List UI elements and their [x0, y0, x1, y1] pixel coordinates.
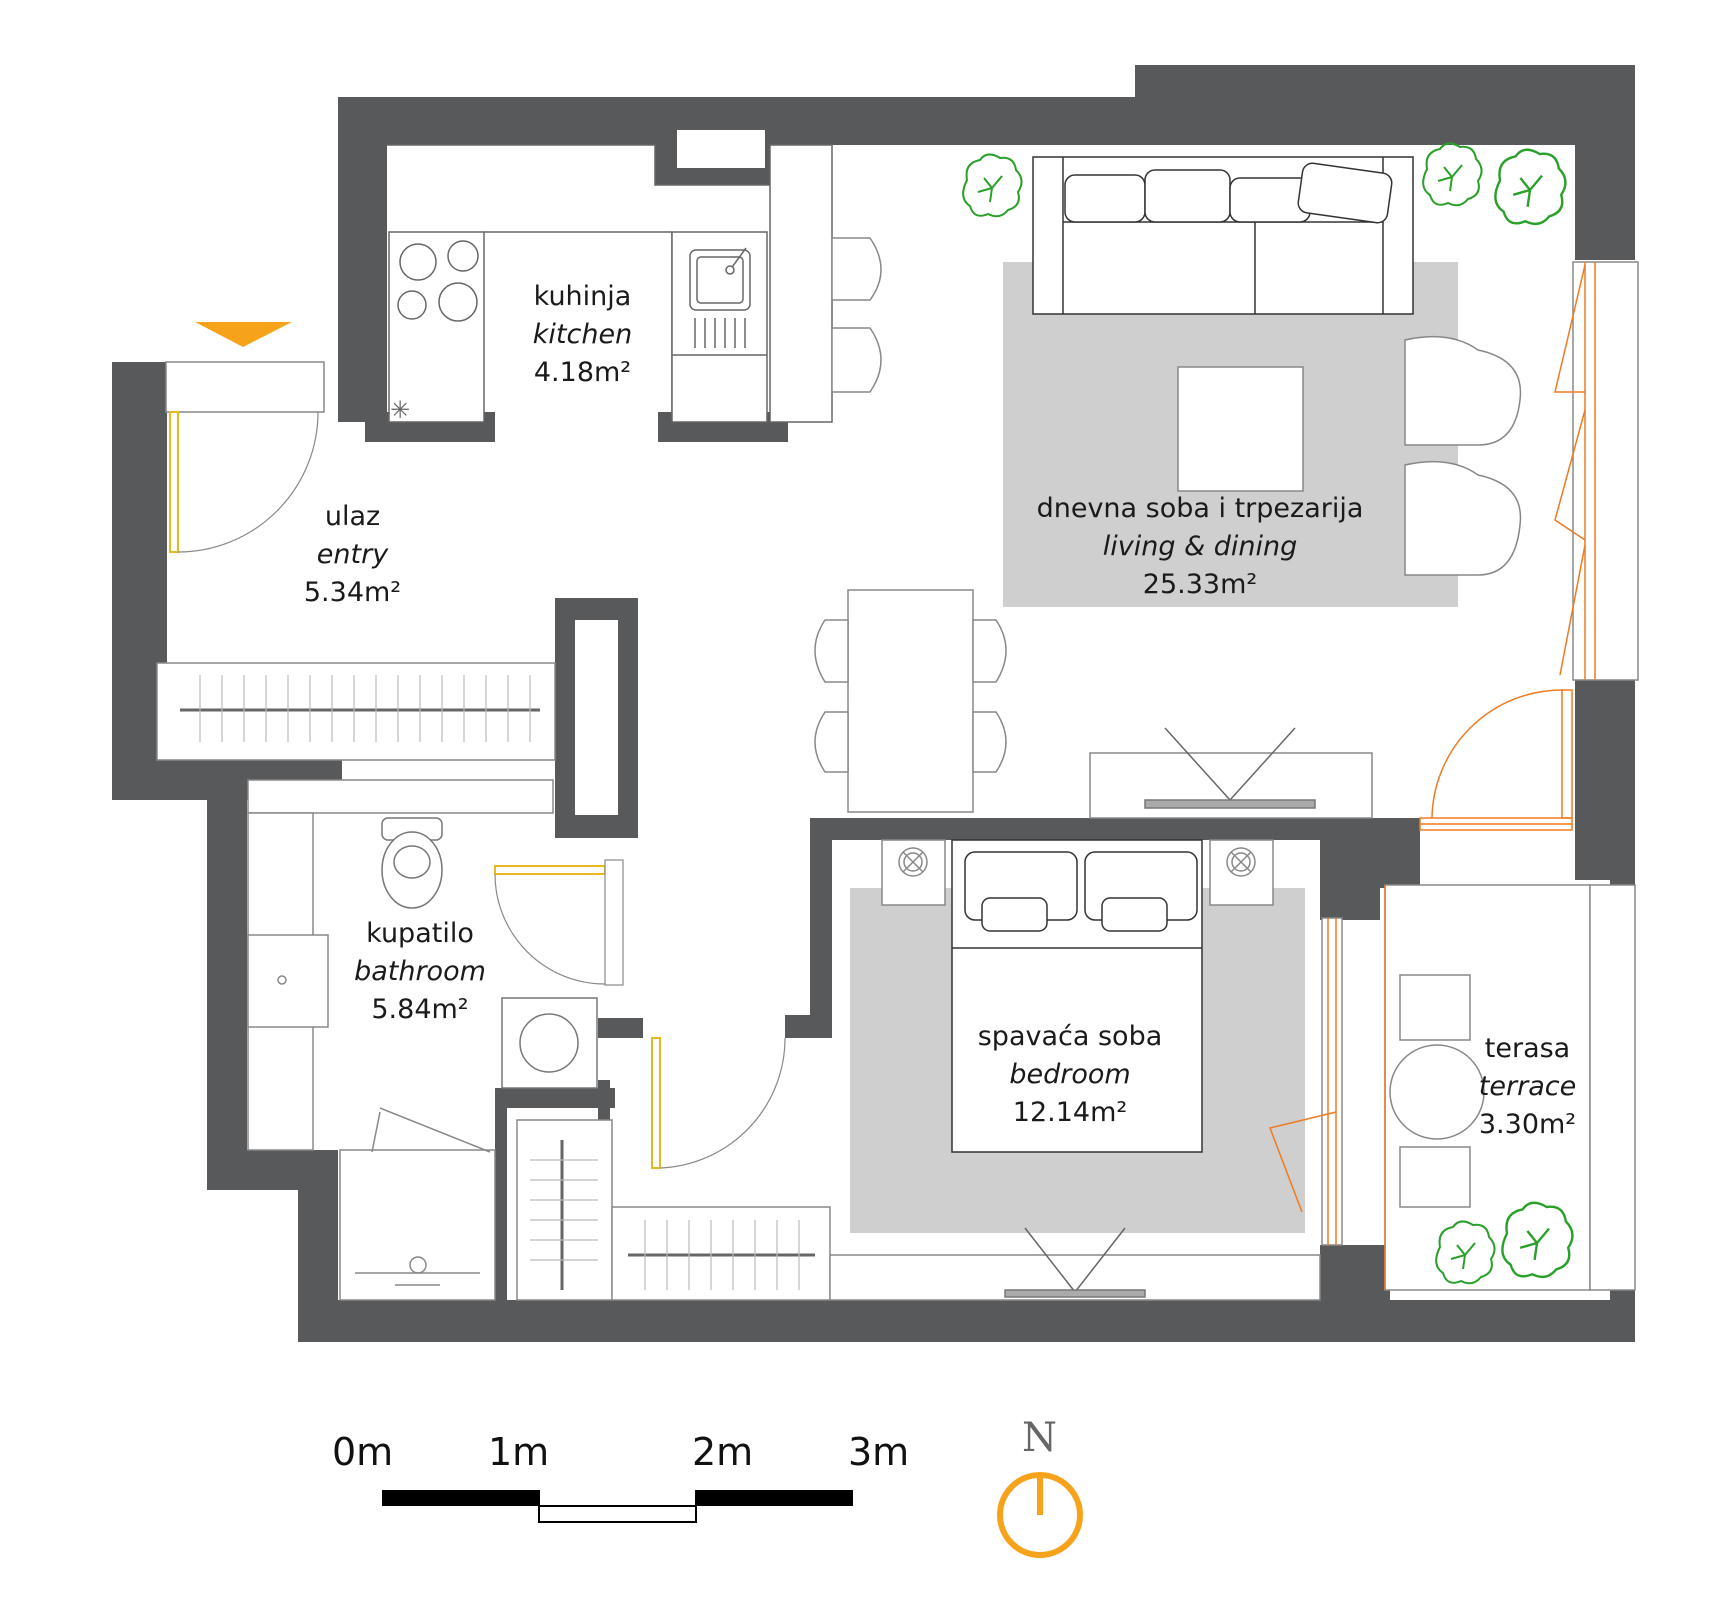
living-area: 25.33m²	[1142, 569, 1258, 600]
sofa	[1032, 156, 1414, 315]
extractor-icon: ✳	[390, 396, 410, 424]
bedroom-label: spavaća soba bedroom 12.14m²	[960, 1018, 1180, 1132]
entry-area: 5.34m²	[303, 577, 402, 608]
entry-name-en: entry	[316, 539, 389, 570]
living-window	[1554, 261, 1639, 681]
living-label: dnevna soba i trpezarija living & dining…	[1010, 490, 1390, 604]
toilet-icon	[381, 817, 443, 909]
entry-door	[169, 411, 319, 553]
kitchen-label: kuhinja kitchen 4.18m²	[525, 278, 640, 392]
living-name: dnevna soba i trpezarija	[1036, 493, 1364, 524]
scale-bar	[382, 1490, 853, 1523]
north-compass-icon	[997, 1472, 1083, 1558]
terrace-label: terasa terrace 3.30m²	[1465, 1030, 1590, 1144]
living-name-en: living & dining	[1102, 531, 1298, 562]
terrace-area: 3.30m²	[1478, 1109, 1577, 1140]
bathroom-area: 5.84m²	[371, 994, 469, 1025]
washing-machine-icon	[501, 997, 598, 1089]
bedroom-tv	[829, 1227, 1321, 1301]
scale-label-3: 3m	[848, 1430, 910, 1474]
bathroom-fixtures	[247, 779, 554, 1151]
entry-wardrobe	[156, 662, 556, 761]
bedroom-door	[651, 1037, 786, 1169]
dining-table	[814, 589, 1007, 813]
kitchen-area: 4.18m²	[533, 357, 632, 388]
entry-door-frame	[165, 361, 325, 413]
entry-name: ulaz	[324, 501, 381, 532]
bedroom-area: 12.14m²	[1012, 1097, 1128, 1128]
bedroom-window	[1268, 917, 1343, 1246]
walls	[112, 65, 1635, 1342]
bathroom-name-en: bathroom	[354, 956, 486, 987]
armchairs	[1404, 335, 1522, 576]
bedroom-name-en: bedroom	[1009, 1059, 1131, 1090]
bathroom-label: kupatilo bathroom 5.84m²	[335, 915, 505, 1029]
scale-label-1: 1m	[488, 1430, 550, 1474]
terrace-door	[1419, 689, 1573, 831]
north-label: N	[1022, 1415, 1057, 1461]
bathroom-door	[494, 859, 624, 986]
plant-icon	[962, 142, 1574, 1285]
terrace-furniture	[1389, 974, 1485, 1208]
bathroom-name: kupatilo	[366, 918, 474, 949]
tv-unit	[1089, 727, 1373, 819]
scale-label-2: 2m	[692, 1430, 754, 1474]
kitchen-name-en: kitchen	[532, 319, 633, 350]
bar-stools	[831, 237, 882, 393]
bed-icon	[951, 839, 1203, 1153]
scale-label-0: 0m	[332, 1430, 394, 1474]
coffee-table	[1177, 366, 1304, 492]
shower	[339, 1107, 496, 1301]
hall-wardrobes	[516, 1119, 831, 1301]
bedroom-name: spavaća soba	[977, 1021, 1163, 1052]
terrace-name: terasa	[1484, 1033, 1571, 1064]
nightstands	[881, 839, 1274, 906]
terrace-name-en: terrace	[1478, 1071, 1577, 1102]
kitchen-name: kuhinja	[533, 281, 632, 312]
sink-icon	[672, 247, 767, 356]
stove-icon	[397, 240, 479, 322]
entry-label: ulaz entry 5.34m²	[280, 498, 425, 612]
entrance-arrow-icon	[195, 322, 292, 347]
